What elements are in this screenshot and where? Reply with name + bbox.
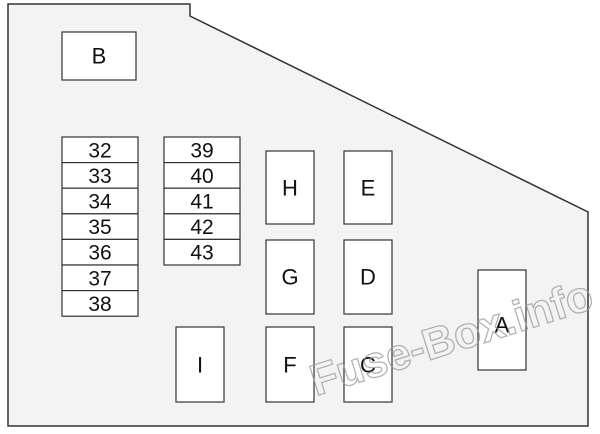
fuse-33-label: 33 [88, 165, 111, 188]
fuse-34: 34 [61, 187, 139, 215]
fuse-G-label: G [281, 265, 298, 290]
fuse-H: H [265, 150, 315, 225]
fuse-C-label: C [360, 353, 376, 378]
fuse-A-label: A [495, 313, 510, 338]
fuse-I: I [175, 326, 225, 403]
fuse-C: C [343, 326, 393, 403]
fuse-A: A [477, 269, 527, 371]
fuse-37: 37 [61, 264, 139, 292]
fuse-32-label: 32 [88, 139, 111, 162]
fuse-F: F [265, 326, 315, 403]
fuse-36-label: 36 [88, 242, 111, 265]
fuse-34-label: 34 [88, 191, 112, 214]
fuse-40-label: 40 [190, 165, 213, 188]
fuse-35-label: 35 [88, 216, 111, 239]
fuse-F-label: F [283, 353, 296, 378]
fuse-33: 33 [61, 162, 139, 189]
fuse-41: 41 [163, 187, 241, 215]
fuse-D: D [343, 239, 393, 315]
fuse-37-label: 37 [88, 267, 111, 290]
fuse-43: 43 [163, 238, 241, 266]
fuse-41-label: 41 [190, 191, 213, 214]
fuse-35: 35 [61, 213, 139, 241]
fuse-39: 39 [163, 136, 241, 164]
fuse-E: E [343, 150, 393, 225]
fuse-32: 32 [61, 136, 139, 164]
fuse-42: 42 [163, 213, 241, 241]
fuse-I-label: I [197, 353, 203, 378]
fuse-36: 36 [61, 238, 139, 266]
fuse-D-label: D [360, 265, 376, 290]
fuse-G: G [265, 239, 315, 315]
fuse-H-label: H [282, 176, 298, 201]
fuse-40: 40 [163, 162, 241, 189]
fuse-38-label: 38 [88, 293, 111, 316]
fuse-38: 38 [61, 290, 139, 317]
fuse-E-label: E [361, 176, 376, 201]
fuse-B-label: B [92, 44, 107, 69]
fuse-43-label: 43 [190, 242, 213, 265]
fuse-39-label: 39 [190, 139, 213, 162]
fuse-42-label: 42 [190, 216, 213, 239]
fuse-B: B [61, 31, 137, 81]
